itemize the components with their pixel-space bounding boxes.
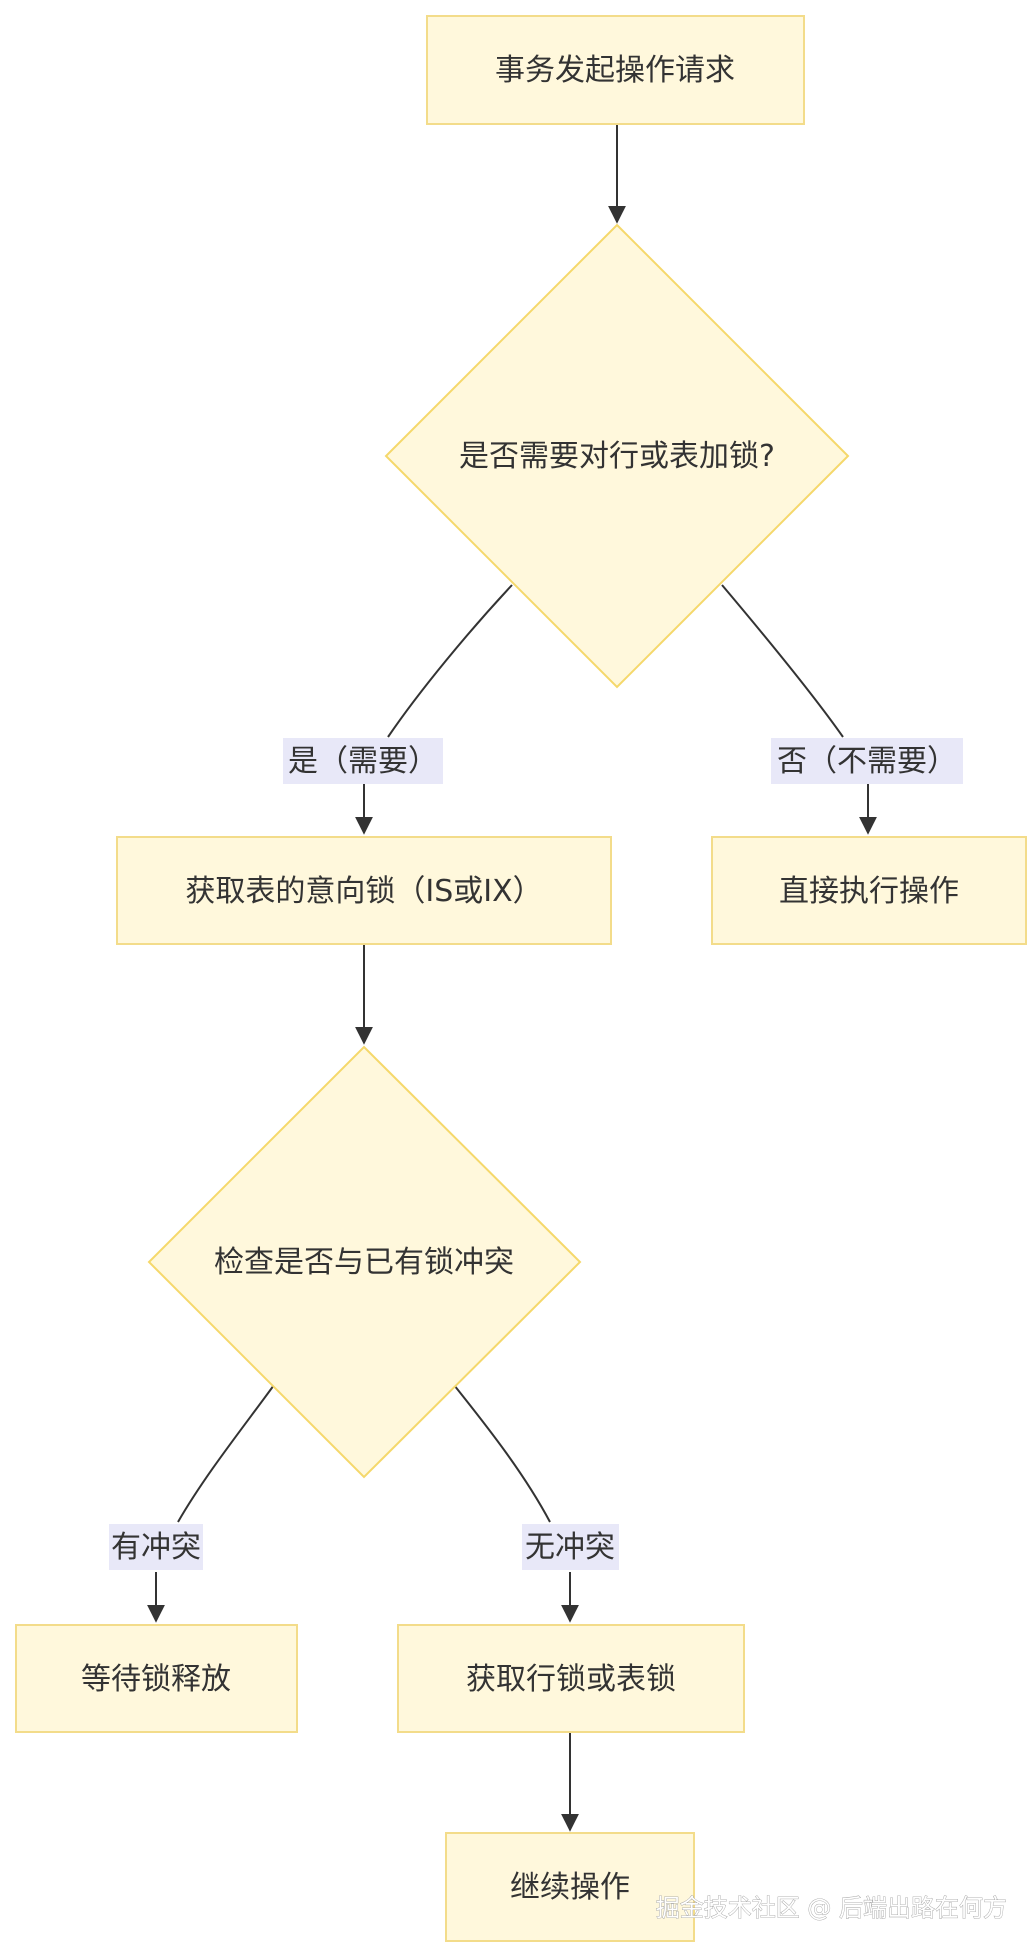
node-check-conflict: 检查是否与已有锁冲突	[147, 1045, 582, 1479]
svg-text:获取行锁或表锁: 获取行锁或表锁	[466, 1662, 676, 1697]
node-decision-lock: 是否需要对行或表加锁?	[384, 223, 850, 689]
svg-text:检查是否与已有锁冲突: 检查是否与已有锁冲突	[214, 1245, 514, 1280]
node-acquire-lock: 获取行锁或表锁	[397, 1624, 745, 1733]
node-wait-release: 等待锁释放	[15, 1624, 298, 1733]
svg-text:有冲突: 有冲突	[111, 1530, 201, 1565]
node-start: 事务发起操作请求	[426, 15, 805, 125]
svg-text:继续操作: 继续操作	[510, 1870, 630, 1905]
svg-text:否（不需要）: 否（不需要）	[777, 744, 957, 779]
edge-check-to-no-conflict-label	[453, 1384, 551, 1523]
edge-label-has-conflict: 有冲突	[109, 1524, 203, 1570]
watermark: 掘金技术社区 @ 后端出路在何方	[656, 1894, 1007, 1922]
edge-label-no-conflict: 无冲突	[522, 1524, 619, 1570]
svg-text:无冲突: 无冲突	[525, 1530, 615, 1565]
edge-decision-to-no-label	[721, 584, 844, 738]
node-continue-op: 继续操作	[445, 1832, 695, 1942]
svg-text:是（需要）: 是（需要）	[288, 744, 438, 779]
edge-label-yes-need: 是（需要）	[283, 738, 443, 784]
svg-text:事务发起操作请求: 事务发起操作请求	[495, 53, 735, 88]
svg-text:直接执行操作: 直接执行操作	[779, 874, 959, 909]
svg-text:等待锁释放: 等待锁释放	[81, 1662, 231, 1697]
node-intent-lock: 获取表的意向锁（IS或IX）	[116, 836, 612, 945]
edge-check-to-conflict-label	[177, 1384, 275, 1523]
edge-label-no-need: 否（不需要）	[771, 738, 963, 784]
edge-decision-to-yes-label	[387, 584, 513, 738]
node-direct-exec: 直接执行操作	[711, 836, 1027, 945]
svg-text:是否需要对行或表加锁?: 是否需要对行或表加锁?	[459, 439, 775, 474]
svg-text:获取表的意向锁（IS或IX）: 获取表的意向锁（IS或IX）	[185, 874, 542, 909]
